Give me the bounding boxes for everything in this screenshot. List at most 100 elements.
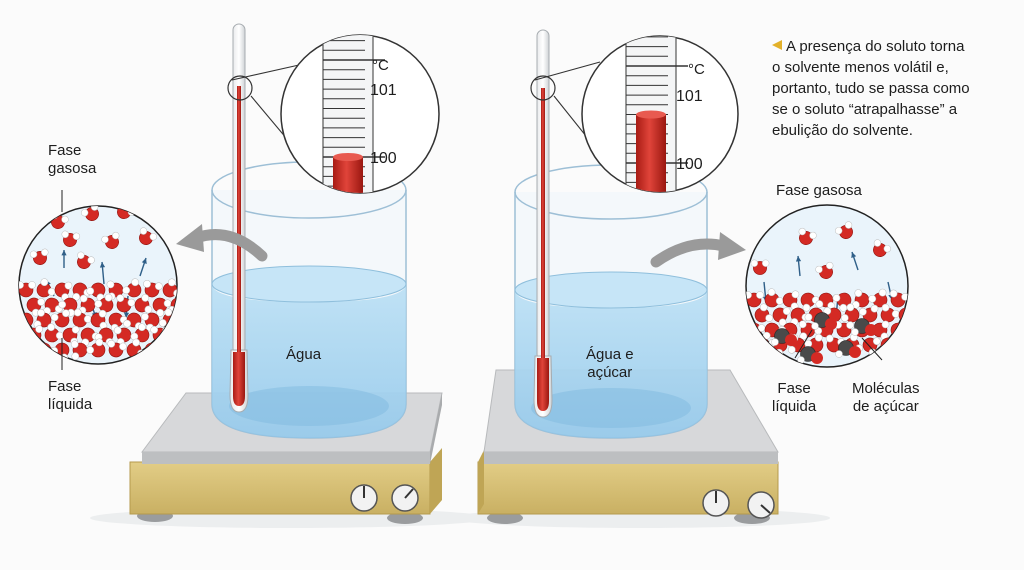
water-molecule [152,297,172,317]
right-mercury-column [541,88,545,360]
caption-line-4: se o soluto “atrapalhasse” a [772,101,958,118]
water-molecule [19,281,36,298]
water-molecule [50,309,70,328]
right-thermo-zoom: °C 101 100 [581,35,739,193]
left-molecule-zoom [18,205,178,365]
left-gas-label-line1: Fase [48,142,82,159]
water-molecule [832,292,852,312]
water-molecule [86,282,106,302]
left-liquid-phase-label: Fase líquida [48,378,92,414]
water-molecule [43,297,63,315]
leader-lines [61,190,883,370]
caption-line-1: A presença do soluto torna [772,36,1020,57]
sugar-molecule [851,318,877,336]
right-curved-arrow [650,232,746,268]
left-mercury-column [237,86,241,356]
water-molecule [70,340,88,361]
water-molecule [77,251,95,269]
caption-line-3: portanto, tudo se passa como [772,80,970,97]
left-knob-1[interactable] [350,484,378,512]
water-molecule [61,230,81,247]
water-molecule [107,339,127,358]
right-unit-label: °C [688,61,705,78]
sugar-molecule [771,328,797,346]
water-molecule [772,307,791,327]
left-liquid-label-line1: Fase [48,378,82,395]
water-molecule [44,323,64,343]
water-molecule [36,278,56,298]
water-molecule [782,290,800,311]
right-beaker-label-line2: açúcar [587,364,633,381]
left-tick-100: 100 [370,150,397,167]
water-molecule [859,304,879,323]
left-beaker-label: Água [286,346,322,363]
water-molecule [72,308,92,328]
water-molecule [873,239,891,257]
right-liquid-label-line2: líquida [772,398,817,415]
water-molecule [889,289,908,308]
left-gas-label-line2: gasosa [48,160,97,177]
water-molecule [840,303,860,323]
water-molecule [815,261,834,279]
left-curved-arrow [176,224,268,262]
left-gas-phase-label: Fase gasosa [48,142,96,178]
water-molecule [868,288,888,308]
right-zoom-marker [530,75,556,101]
right-tick-101: 101 [676,88,703,105]
left-liquid-label-line2: líquida [48,396,93,413]
mercury-meniscus [333,153,363,161]
water-molecule [162,278,177,298]
water-molecule [143,280,163,298]
water-molecule [134,294,153,314]
water-molecule [880,303,900,323]
water-molecule [108,312,128,332]
mercury-meniscus [636,110,666,119]
water-molecule [19,341,37,362]
sugar-label-line1: Moléculas [852,380,920,397]
water-molecule [122,278,142,298]
left-knob-2[interactable] [391,484,419,512]
sugar-molecule [835,340,861,358]
left-thermo-zoom: °C 101 100 [280,34,440,194]
right-knob-2[interactable] [747,491,775,519]
mercury-level [636,114,666,192]
water-molecule [170,323,177,343]
left-zoom-marker [227,75,253,101]
water-molecule [78,294,96,315]
right-beaker-label-line1: Água e [586,346,634,363]
right-gas-phase-label: Fase gasosa [776,182,862,199]
water-molecule [852,289,870,309]
sugar-label-line2: de açúcar [852,398,919,415]
right-tick-100: 100 [676,156,703,173]
sugar-molecules-label: Moléculas de açúcar [852,380,920,416]
caption-line-1-text: A presença do soluto torna [786,38,965,55]
water-molecule [764,288,784,308]
right-knob-1[interactable] [702,489,730,517]
water-molecule [750,259,770,275]
water-molecule [754,303,774,323]
water-molecule [94,293,114,313]
water-molecule [800,292,820,312]
left-tick-101: 101 [370,82,397,99]
right-molecule-zoom [745,204,909,368]
caption-line-5: ebulição do solvente. [772,122,913,139]
water-molecule [798,227,817,245]
water-molecule [139,227,157,245]
caption: A presença do soluto torna o solvente me… [772,36,1020,141]
water-molecule [90,309,108,330]
water-molecule [872,320,890,341]
water-molecule [113,326,132,346]
water-molecule [86,338,106,358]
water-molecule [141,312,160,332]
right-liquid-phase-label: Fase líquida [772,380,816,416]
water-molecule [29,248,49,265]
mercury-level [333,157,363,193]
water-molecule [894,337,908,356]
right-thermometer [530,29,556,418]
water-molecule [81,206,99,221]
right-beaker-label: Água e açúcar [586,346,634,382]
water-molecule [160,342,177,360]
sugar-molecule [797,346,823,364]
right-liquid-label-line1: Fase [777,380,811,397]
